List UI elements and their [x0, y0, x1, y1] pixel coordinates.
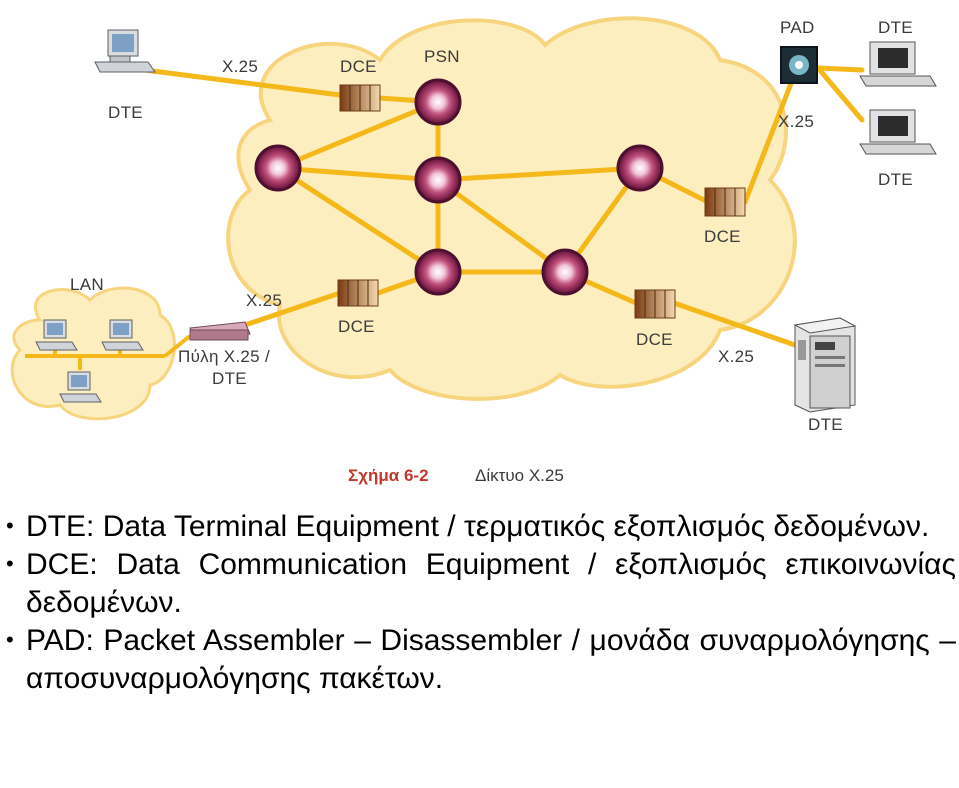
label-dce-bottom: DCE [636, 330, 673, 349]
definition-term: PAD: [26, 624, 94, 658]
definition-item-dte: • DTE: Data Terminal Equipment / τερματι… [6, 508, 956, 546]
label-dte-bottom-right: DTE [808, 415, 843, 434]
dce-box-bottom [634, 289, 676, 319]
definition-item-dce: • DCE: Data Communication Equipment / εξ… [6, 546, 956, 622]
label-x25-top-left: X.25 [222, 57, 258, 76]
pad-device [780, 46, 818, 84]
definition-term: DCE: [26, 548, 98, 582]
lan-computer [35, 319, 78, 351]
dce-box-top [339, 84, 381, 112]
definition-text: Packet Assembler – Disassembler / μονάδα… [26, 624, 956, 696]
dce-box-right [704, 187, 746, 217]
dte-terminal-top-right-1 [859, 41, 937, 87]
figure-caption-text: Δίκτυο X.25 [475, 466, 564, 485]
label-dte-top-left: DTE [108, 103, 143, 122]
definition-item-pad: • PAD: Packet Assembler – Disassembler /… [6, 622, 956, 698]
psn-nodes [254, 78, 664, 296]
definition-term: DTE: [26, 510, 95, 543]
psn-node [541, 248, 589, 296]
label-x25-right: X.25 [778, 112, 814, 131]
gateway-device [189, 321, 251, 341]
label-psn: PSN [424, 47, 460, 66]
label-dce-top: DCE [340, 57, 377, 76]
label-lan: LAN [70, 275, 104, 294]
definition-text: Data Communication Equipment / εξοπλισμό… [26, 548, 956, 620]
dce-boxes [337, 84, 746, 319]
bullet-icon: • [6, 627, 14, 653]
label-dce-left: DCE [338, 317, 375, 336]
definition-text: Data Terminal Equipment / τερματικός εξο… [102, 510, 930, 543]
lan-computer [59, 371, 102, 403]
dte-mainframe [793, 317, 857, 413]
label-dce-right: DCE [704, 227, 741, 246]
label-x25-bottom: X.25 [718, 347, 754, 366]
network-diagram: DTE X.25 DCE PSN PAD DTE X.25 DTE DCE LA… [10, 16, 937, 485]
label-pad: PAD [780, 18, 815, 37]
dce-box-left [337, 279, 379, 307]
label-x25-lan: X.25 [246, 291, 282, 310]
dte-computer-top-left [94, 29, 156, 73]
psn-node [254, 144, 302, 192]
label-dte-top-right-2: DTE [878, 170, 913, 189]
psn-node [414, 248, 462, 296]
definitions-list: • DTE: Data Terminal Equipment / τερματι… [6, 508, 956, 698]
label-dte-top-right-1: DTE [878, 18, 913, 37]
label-gateway-line2: DTE [212, 369, 247, 388]
psn-node [616, 144, 664, 192]
bullet-icon: • [6, 551, 14, 577]
lan-computer [101, 319, 144, 351]
psn-node [414, 78, 462, 126]
label-gateway-line1: Πύλη X.25 / [178, 347, 270, 366]
figure-caption-number: Σχήμα 6-2 [348, 466, 429, 485]
psn-node [414, 156, 462, 204]
links [142, 65, 865, 348]
dte-terminal-top-right-2 [859, 109, 937, 155]
bullet-icon: • [6, 513, 14, 538]
